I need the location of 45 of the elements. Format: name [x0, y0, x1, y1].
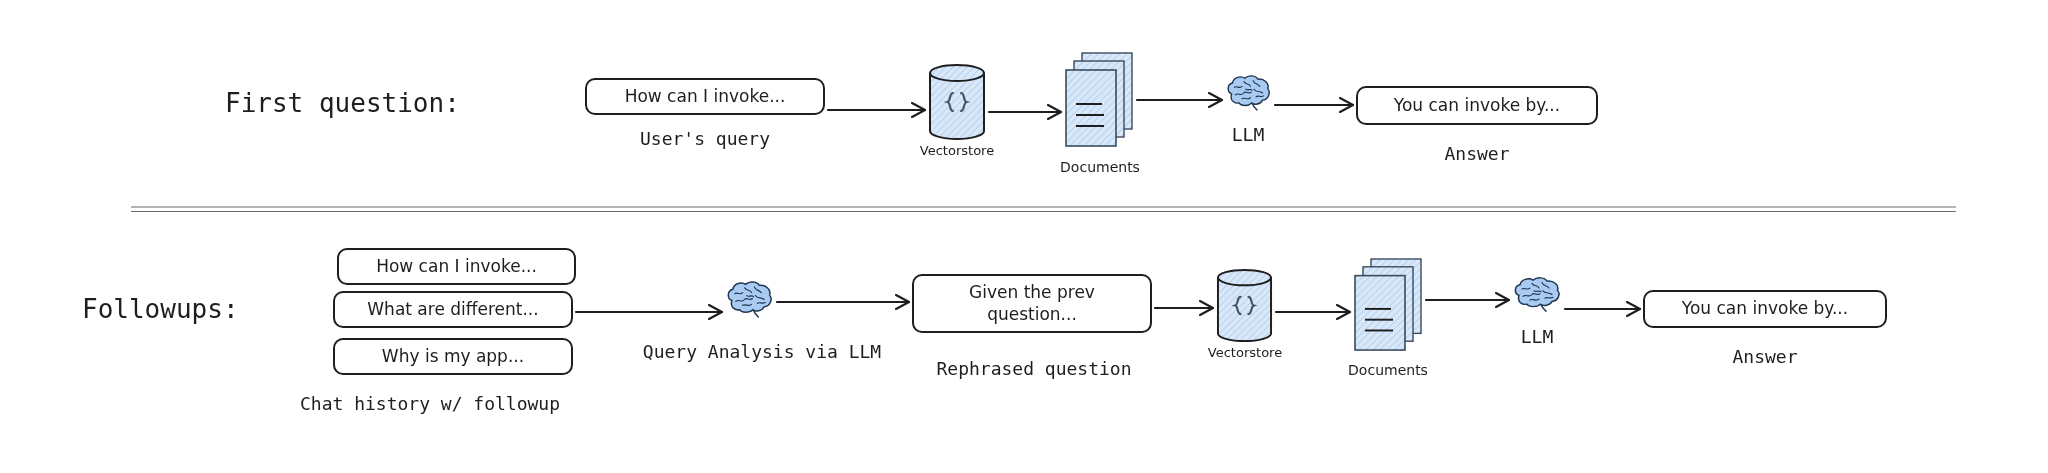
brain-icon [1512, 276, 1562, 313]
box-text: You can invoke by... [1393, 94, 1561, 117]
box-text: You can invoke by... [1681, 298, 1849, 320]
box-text: What are different... [367, 298, 539, 321]
section-heading: First question: [225, 88, 460, 120]
database-icon [928, 63, 986, 141]
node-label: Documents [1348, 362, 1428, 379]
arrow [775, 293, 911, 311]
database-icon [1216, 268, 1273, 343]
arrow [1153, 299, 1215, 317]
text-box [333, 338, 573, 375]
box-text: How can I invoke... [376, 255, 537, 278]
documents-icon [1353, 258, 1423, 352]
box-text: How can I invoke... [624, 85, 786, 108]
node-label: User's query [640, 128, 770, 150]
node-label: Vectorstore [919, 143, 995, 159]
node-label: Vectorstore [1207, 345, 1283, 361]
caption: Chat history w/ followup [299, 393, 561, 415]
arrow [1274, 303, 1352, 321]
text-box [585, 78, 825, 115]
node-label: Answer [1732, 346, 1798, 368]
node-label: LLM [1231, 124, 1265, 146]
brain-icon [1225, 74, 1272, 112]
node-label: Rephrased question [936, 358, 1132, 380]
text-box [1356, 86, 1598, 125]
text-box [1643, 290, 1887, 328]
node-label: Query Analysis via LLM [642, 341, 882, 363]
text-box [912, 274, 1152, 333]
arrow [1563, 300, 1642, 318]
node-label: Answer [1444, 143, 1510, 165]
node-label: LLM [1520, 326, 1554, 348]
arrow [987, 103, 1063, 121]
arrow [826, 101, 927, 119]
node-label: Documents [1060, 159, 1140, 176]
arrow [1424, 291, 1511, 309]
arrow [574, 303, 724, 321]
documents-icon [1064, 52, 1134, 148]
box-text: Given the prev question... [968, 282, 1096, 325]
section-heading: Followups: [82, 294, 239, 326]
arrow [1273, 96, 1355, 114]
text-box [337, 248, 576, 285]
brain-icon [725, 280, 774, 319]
arrow [1135, 91, 1224, 109]
box-text: Why is my app... [381, 345, 525, 368]
text-box [333, 291, 573, 328]
